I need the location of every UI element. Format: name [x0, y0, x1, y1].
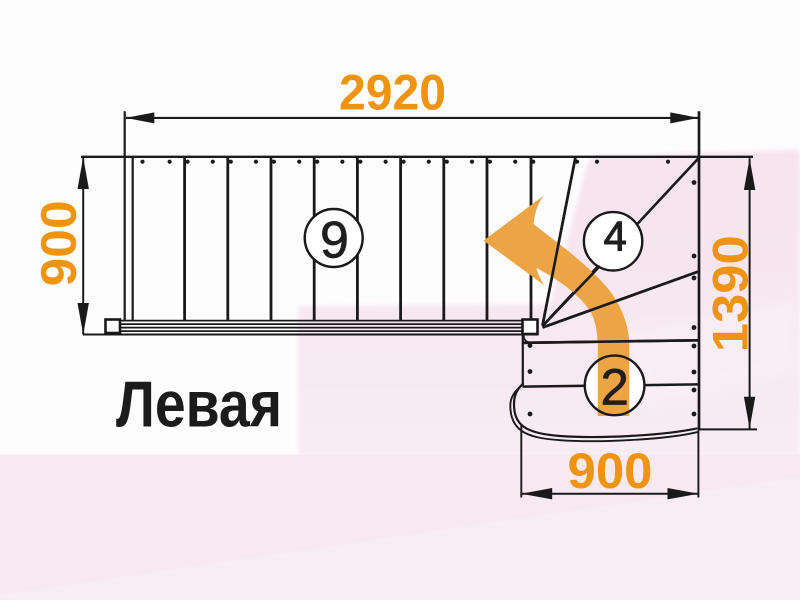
svg-text:Левая: Левая: [116, 367, 282, 440]
svg-text:2920: 2920: [339, 65, 446, 121]
svg-text:9: 9: [320, 211, 349, 269]
svg-text:4: 4: [604, 212, 627, 259]
svg-text:1390: 1390: [702, 235, 758, 352]
svg-text:900: 900: [568, 443, 653, 499]
svg-text:900: 900: [31, 200, 87, 286]
svg-text:2: 2: [601, 359, 629, 416]
